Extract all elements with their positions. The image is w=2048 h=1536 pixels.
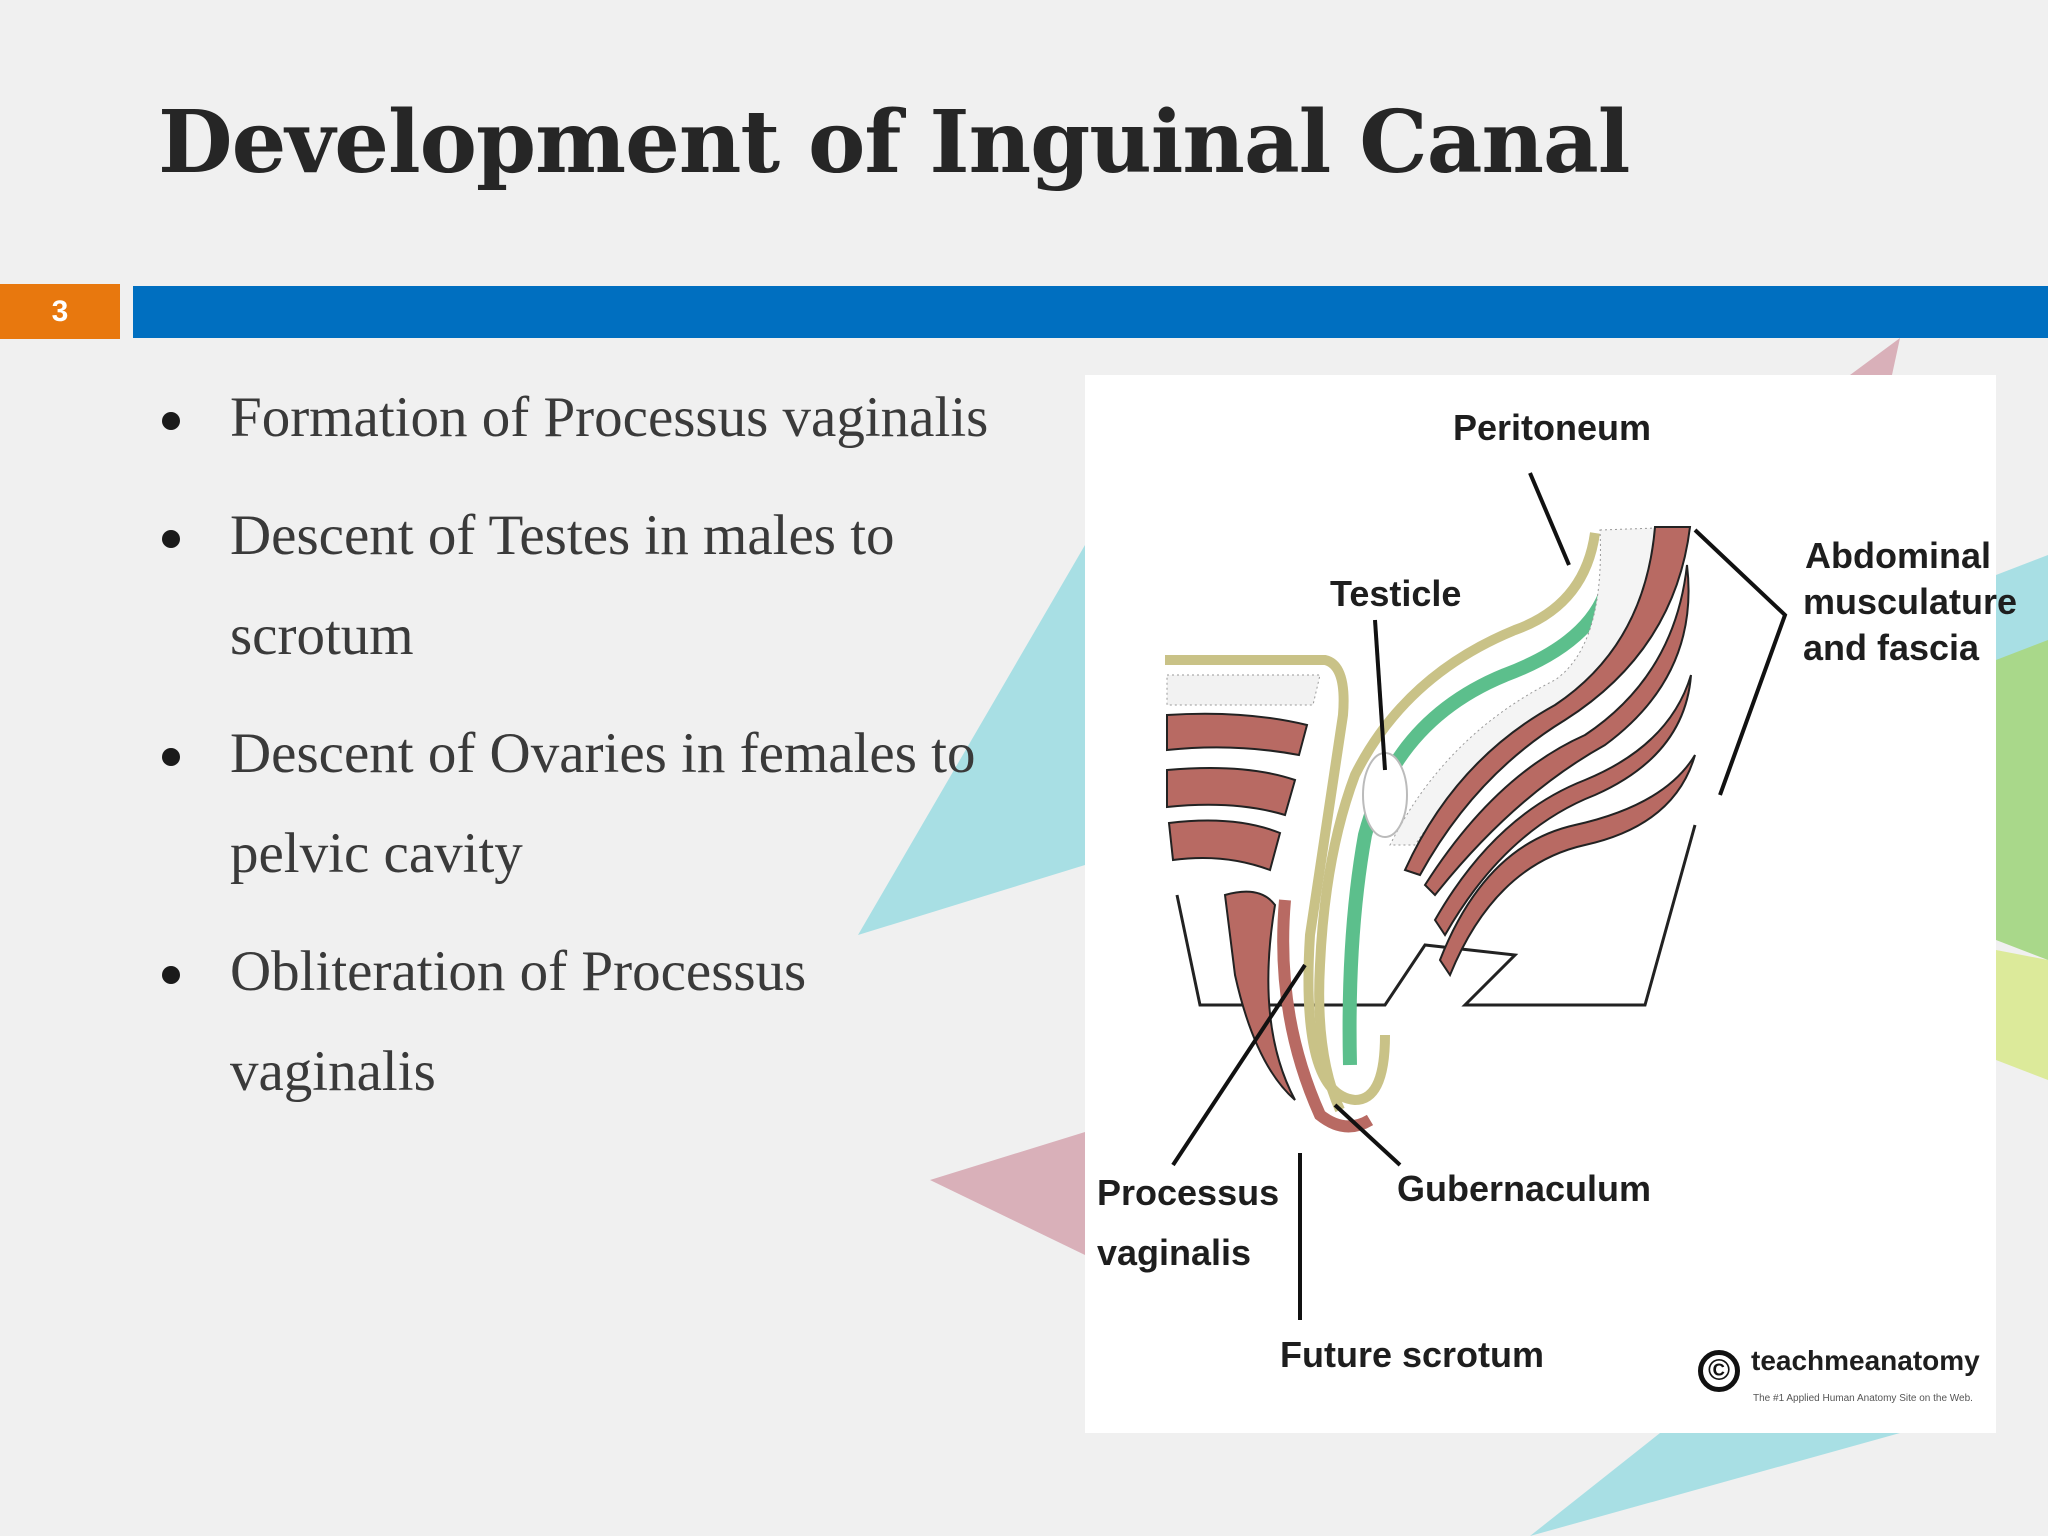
brand-tagline: The #1 Applied Human Anatomy Site on the… bbox=[1753, 1393, 1973, 1404]
diagram-drawing bbox=[1165, 472, 1788, 1320]
green-shape-right bbox=[1996, 640, 2048, 960]
leader-lines bbox=[1171, 472, 1788, 1320]
bullet-dot-icon bbox=[162, 748, 180, 766]
copyright-icon: © bbox=[1698, 1350, 1740, 1392]
bullet-item: Formation of Processus vaginalis bbox=[158, 368, 1018, 468]
bullet-text: Descent of Testes in males to scrotum bbox=[230, 504, 895, 667]
bullet-dot-icon bbox=[162, 530, 180, 548]
label-processus-line-2: vaginalis bbox=[1097, 1232, 1252, 1273]
yellow-shape-right bbox=[1996, 950, 2048, 1080]
peritoneum-line bbox=[1314, 532, 1600, 1113]
bullet-item: Descent of Ovaries in females to pelvic … bbox=[158, 704, 1018, 904]
label-processus-line-1: Processus bbox=[1097, 1172, 1280, 1213]
header-bar bbox=[133, 286, 2048, 338]
bullet-item: Descent of Testes in males to scrotum bbox=[158, 486, 1018, 686]
label-abdominal-line-1: Abdominal bbox=[1805, 535, 1991, 576]
brand-logo-text: teachmeanatomy bbox=[1751, 1345, 1980, 1376]
pink-triangle-top bbox=[1850, 338, 1900, 375]
cyan-triangle-left bbox=[858, 545, 1085, 935]
bullet-dot-icon bbox=[162, 966, 180, 984]
label-abdominal-line-3: and fascia bbox=[1803, 627, 1980, 668]
label-future-scrotum: Future scrotum bbox=[1280, 1334, 1545, 1375]
pink-triangle-lower bbox=[930, 1132, 1085, 1255]
slide-number-badge: 3 bbox=[0, 284, 120, 339]
bullet-text: Descent of Ovaries in females to pelvic … bbox=[230, 722, 976, 885]
bullet-text: Formation of Processus vaginalis bbox=[230, 386, 989, 449]
inguinal-canal-diagram: Peritoneum Testicle Abdominal musculatur… bbox=[1085, 375, 2017, 1433]
left-muscle-layers bbox=[1165, 655, 1390, 1133]
fascia-outline bbox=[1175, 824, 1697, 1007]
right-muscle-layers bbox=[1389, 526, 1696, 978]
label-testicle: Testicle bbox=[1330, 573, 1462, 614]
bullet-dot-icon bbox=[162, 412, 180, 430]
gubernaculum-band bbox=[1342, 592, 1612, 1066]
cyan-triangle-bottom bbox=[1530, 1433, 1900, 1536]
label-peritoneum: Peritoneum bbox=[1453, 407, 1652, 448]
bullet-list: Formation of Processus vaginalis Descent… bbox=[158, 368, 1018, 1140]
label-abdominal-line-2: musculature bbox=[1803, 581, 2018, 622]
bullet-item: Obliteration of Processus vaginalis bbox=[158, 922, 1018, 1122]
bullet-text: Obliteration of Processus vaginalis bbox=[230, 940, 807, 1103]
slide-title: Development of Inguinal Canal bbox=[158, 92, 1630, 193]
label-gubernaculum: Gubernaculum bbox=[1397, 1168, 1652, 1209]
